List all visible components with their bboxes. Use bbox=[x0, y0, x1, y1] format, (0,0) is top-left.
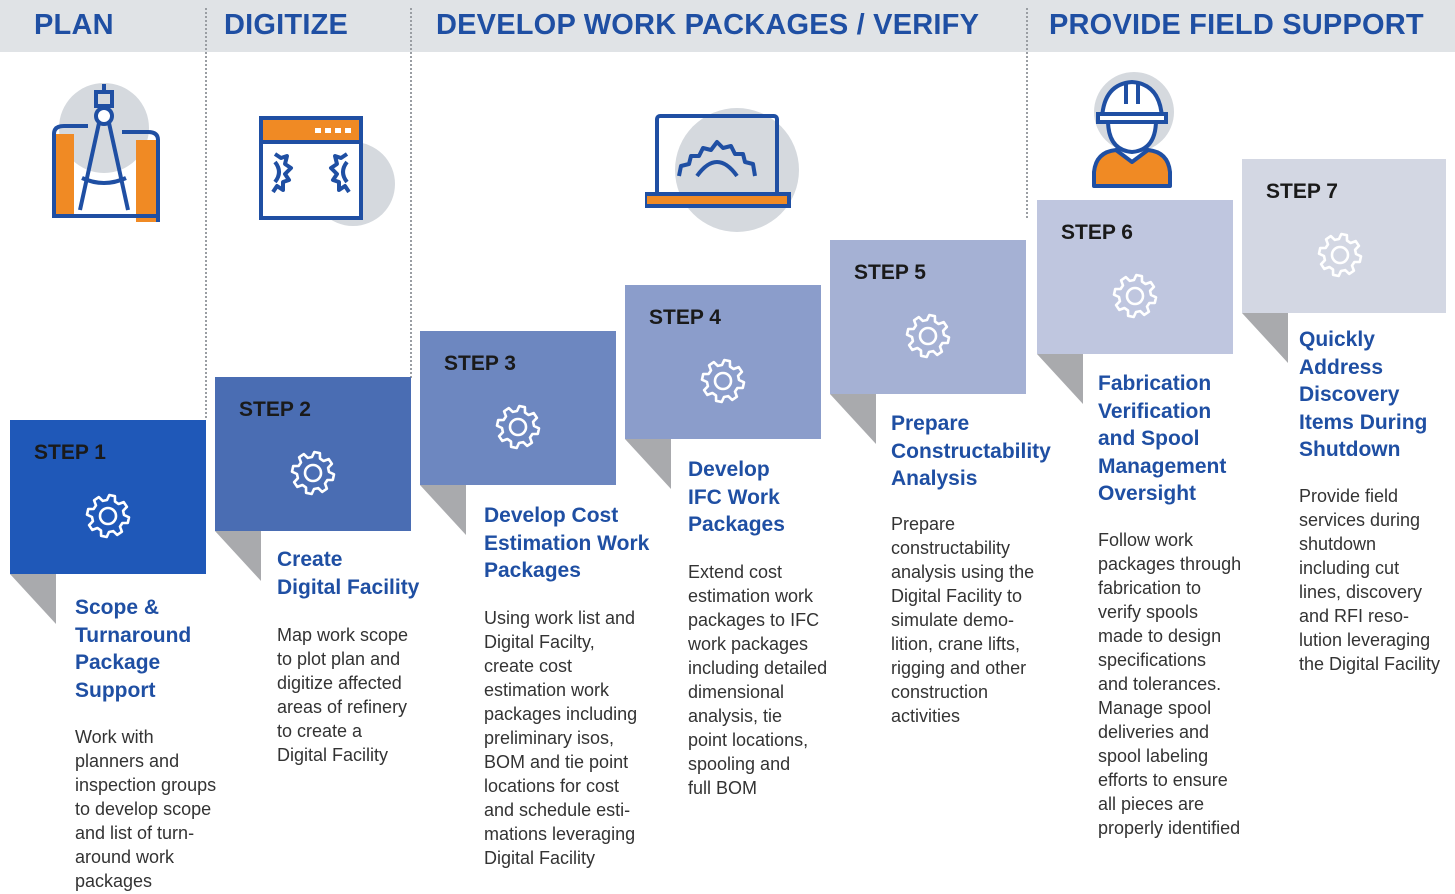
step-label: STEP 5 bbox=[854, 261, 926, 284]
step-fold-shadow bbox=[830, 394, 876, 444]
step-title: Develop IFC Work Packages bbox=[688, 458, 785, 536]
step-title: Develop Cost Estimation Work Packages bbox=[484, 504, 650, 582]
phase-label-digitize: DIGITIZE bbox=[224, 9, 349, 41]
step-box-7: STEP 7 bbox=[1242, 159, 1446, 313]
step-fold-shadow bbox=[10, 574, 56, 624]
phase-divider bbox=[205, 8, 207, 418]
step-title: Quickly Address Discovery Items During S… bbox=[1299, 328, 1428, 461]
gear-icon bbox=[905, 313, 951, 359]
step-box-3: STEP 3 bbox=[420, 331, 616, 485]
step-description: Prepare constructability analysis using … bbox=[891, 514, 1035, 726]
step-title: Fabrication Verification and Spool Manag… bbox=[1098, 372, 1227, 505]
step-fold-shadow bbox=[625, 439, 671, 489]
gear-icon bbox=[700, 358, 746, 404]
field-worker-hardhat-icon bbox=[1092, 72, 1174, 188]
step-description: Extend cost estimation work packages to … bbox=[688, 562, 828, 798]
gear-icon bbox=[85, 493, 131, 539]
step-fold-shadow bbox=[420, 485, 466, 535]
step-label: STEP 2 bbox=[239, 398, 311, 421]
step-box-1: STEP 1 bbox=[10, 420, 206, 574]
step-label: STEP 7 bbox=[1266, 180, 1338, 203]
digitize-gears-window-icon bbox=[259, 116, 395, 226]
step-fold-shadow bbox=[1242, 313, 1288, 363]
phase-label-develop-verify: DEVELOP WORK PACKAGES / VERIFY bbox=[436, 9, 980, 41]
gear-icon bbox=[495, 404, 541, 450]
phase-divider bbox=[410, 8, 412, 378]
step-label: STEP 1 bbox=[34, 441, 106, 464]
step-description: Work with planners and inspection groups… bbox=[75, 727, 217, 891]
laptop-gear-icon bbox=[645, 108, 799, 232]
blueprint-compass-icon bbox=[52, 83, 160, 222]
gear-icon bbox=[290, 450, 336, 496]
step-description: Provide field services during shutdown i… bbox=[1299, 486, 1441, 674]
step-fold-shadow bbox=[1037, 354, 1083, 404]
step-description: Follow work packages through fabrication… bbox=[1098, 530, 1242, 838]
phase-label-plan: PLAN bbox=[34, 9, 114, 41]
step-box-4: STEP 4 bbox=[625, 285, 821, 439]
step-title: Create Digital Facility bbox=[277, 548, 420, 599]
phase-header-bar bbox=[0, 0, 1455, 52]
step-title: Scope & Turnaround Package Support bbox=[75, 596, 192, 702]
step-box-2: STEP 2 bbox=[215, 377, 411, 531]
step-box-5: STEP 5 bbox=[830, 240, 1026, 394]
phase-divider bbox=[1026, 8, 1028, 218]
step-description: Using work list and Digital Facilty, cre… bbox=[484, 608, 638, 868]
step-title: Prepare Constructability Analysis bbox=[891, 412, 1051, 490]
step-description: Map work scope to plot plan and digitize… bbox=[277, 625, 409, 765]
phase-label-field-support: PROVIDE FIELD SUPPORT bbox=[1049, 9, 1424, 41]
step-label: STEP 6 bbox=[1061, 221, 1133, 244]
step-fold-shadow bbox=[215, 531, 261, 581]
step-box-6: STEP 6 bbox=[1037, 200, 1233, 354]
gear-icon bbox=[1112, 273, 1158, 319]
step-label: STEP 3 bbox=[444, 352, 516, 375]
gear-icon bbox=[1317, 232, 1363, 278]
step-label: STEP 4 bbox=[649, 306, 721, 329]
